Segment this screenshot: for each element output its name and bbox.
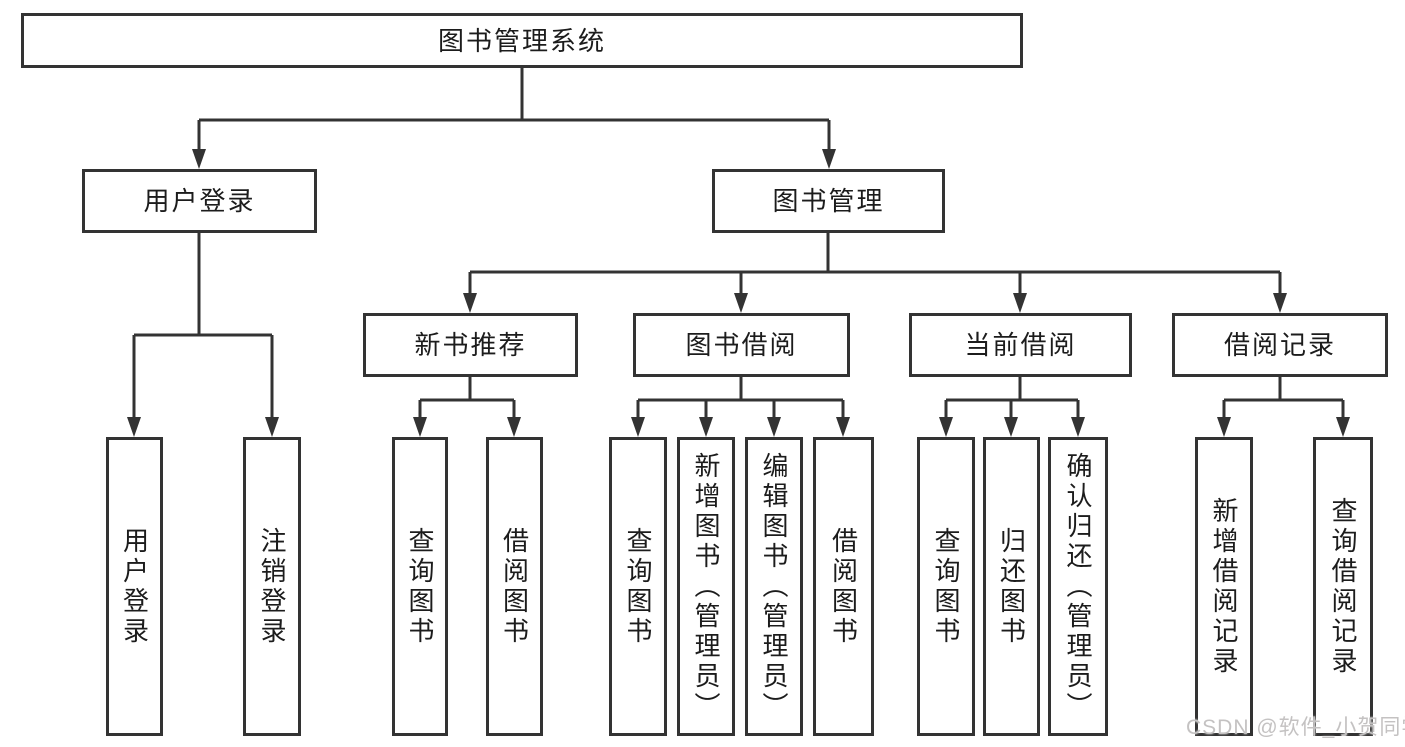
leaf-query-borrow-record: 查询借阅记录	[1313, 437, 1373, 736]
node-library-system: 图书管理系统	[21, 13, 1023, 68]
node-book-borrow: 图书借阅	[633, 313, 850, 377]
leaf-user-login: 用户登录	[106, 437, 163, 736]
node-new-book-recommend: 新书推荐	[363, 313, 578, 377]
leaf-borrow-books-2: 借阅图书	[813, 437, 874, 736]
arrowheads	[127, 149, 1350, 437]
leaf-return-book: 归还图书	[983, 437, 1040, 736]
csdn-watermark: CSDN @软件_小贺同学	[1186, 716, 1405, 739]
leaf-edit-book-admin: 编辑图书（管理员）	[745, 437, 803, 736]
leaf-borrow-books-1: 借阅图书	[486, 437, 543, 736]
node-current-borrow: 当前借阅	[909, 313, 1132, 377]
node-user-login: 用户登录	[82, 169, 317, 233]
node-book-management: 图书管理	[712, 169, 945, 233]
node-borrow-records: 借阅记录	[1172, 313, 1388, 377]
leaf-query-books-1: 查询图书	[392, 437, 448, 736]
leaf-add-book-admin: 新增图书（管理员）	[677, 437, 735, 736]
leaf-query-books-3: 查询图书	[917, 437, 975, 736]
leaf-confirm-return-admin: 确认归还（管理员）	[1048, 437, 1108, 736]
leaf-query-books-2: 查询图书	[609, 437, 667, 736]
leaf-logout: 注销登录	[243, 437, 301, 736]
leaf-add-borrow-record: 新增借阅记录	[1195, 437, 1253, 736]
